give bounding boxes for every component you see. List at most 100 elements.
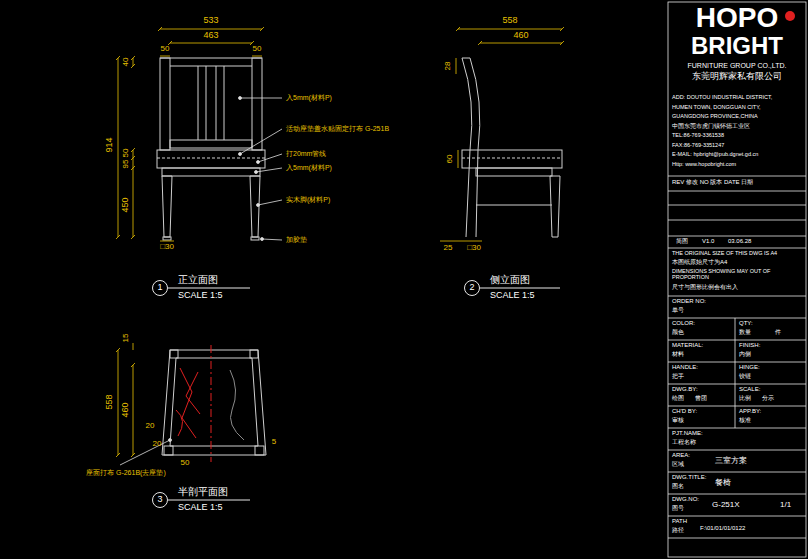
dimension-label: 20 [146,422,155,431]
front-view [160,58,170,150]
title-block-frame [668,450,806,451]
leader-line [240,98,282,99]
side-view [462,158,562,159]
title-block-frame [668,428,806,429]
front-view [251,237,259,240]
logo-mark [785,11,795,21]
leader-line [239,153,242,156]
side-view [476,168,552,176]
dimension-label: 15 [122,334,131,343]
plan-view [230,370,244,440]
side-view [462,58,472,237]
side-view [470,58,480,237]
title-block-frame [668,2,806,557]
title-block-text: 材料 [672,351,684,358]
title-block-text: 铰链 [739,373,751,380]
title-block-text: HOPO [696,4,778,32]
title-block-text: 数量 [739,329,751,336]
title-block-text: FURNITURE GROUP CO.,LTD. [688,62,787,70]
side-view [462,58,562,237]
dimension-label: 座面打布 G-261B(去座垫) [86,469,166,477]
view-title: SCALE 1:5 [490,291,535,301]
title-block-text: 分示 [762,395,774,402]
title-block-text: MATERIAL: [672,342,703,349]
dimension-line [160,29,262,30]
title-block-frame [668,191,806,192]
view-title: 半剖平面图 [178,486,228,497]
plan-view [162,350,266,455]
title-block-text: ORDER NO: [672,298,706,305]
title-block-frame [668,236,806,237]
leader-line [255,171,258,174]
dimension-line [116,27,564,457]
dimension-label: 40 [122,58,131,67]
view-title: SCALE 1:5 [178,291,223,301]
title-block-frame [668,538,806,539]
title-block-text: 尺寸与图形比例会有出入 [672,284,738,291]
front-view [224,66,225,140]
title-block-text: 东莞明辉家私有限公司 [692,72,782,82]
title-block-text: 餐椅 [715,479,731,488]
dimension-line [116,56,135,239]
title-block-text: 工程名称 [672,439,696,446]
dimension-line [116,348,135,457]
section-hatch [211,345,212,462]
title-block-text: 审核 [672,417,684,424]
title-block-text: HUMEN TOWN, DONGGUAN CITY, [672,104,761,110]
dimension-label: 460 [513,31,528,41]
leader-line [240,129,282,154]
title-block-text: Http: www.hopobright.com [672,161,736,167]
title-block-frame [668,406,806,407]
title-block-frame [668,205,806,206]
leader-line [258,154,282,162]
title-block-text: DWG.NO: [672,496,699,503]
dimension-label: 入5mm(材料P) [286,94,332,102]
front-view [198,66,199,140]
view-title-line [168,288,250,289]
leader-line [256,168,282,172]
section-hatch [186,372,200,414]
view-number-circle: 1 [152,280,168,296]
title-block-text: V1.0 [702,238,714,245]
title-block-text: 绘图 [672,395,684,402]
title-block-frame [668,340,806,341]
title-block-text: 简图 [676,238,688,245]
view-number: 2 [469,283,474,293]
dimension-line [133,150,134,237]
title-block-text: HINGE: [739,364,760,371]
dimension-label: 460 [121,402,131,417]
dimension-line [133,343,134,350]
leader-line [257,161,260,164]
view-title: SCALE 1:5 [178,503,223,513]
front-view [157,150,265,168]
title-block-text: 曾团 [695,395,707,402]
leader-line [262,239,282,240]
leader-line [257,204,260,207]
view-number: 3 [157,495,162,505]
view-title-line [480,288,560,289]
title-block-frame [668,176,806,177]
dimension-label: 50 [161,45,170,54]
dimension-label: 28 [444,62,453,71]
title-block-text: PATH [672,518,687,525]
title-block-text: AREA: [672,452,690,459]
title-block-text: 核准 [739,417,751,424]
dimension-label: 入5mm(材料P) [286,164,332,172]
dimension-label: 25 [444,244,453,253]
side-view [462,150,562,168]
title-block-text: 03.06.28 [728,238,751,245]
dimension-label: 活动座垫盖水贴固定打布 G-251B [286,125,389,133]
front-view [170,140,252,148]
dimension-label: 463 [203,31,218,41]
title-block-text: TEL:86-769-3361538 [672,132,724,138]
leader-line [258,200,282,205]
title-block-text: 1/1 [780,501,791,510]
dimension-line [456,27,564,45]
dimension-line [480,43,562,44]
title-block-text: 图号 [672,505,684,512]
title-block-text: 图名 [672,483,684,490]
section-hatch [176,410,183,436]
title-block-text: 件 [775,329,781,336]
dimension-line [456,58,457,74]
title-block-text: 单号 [672,307,684,314]
